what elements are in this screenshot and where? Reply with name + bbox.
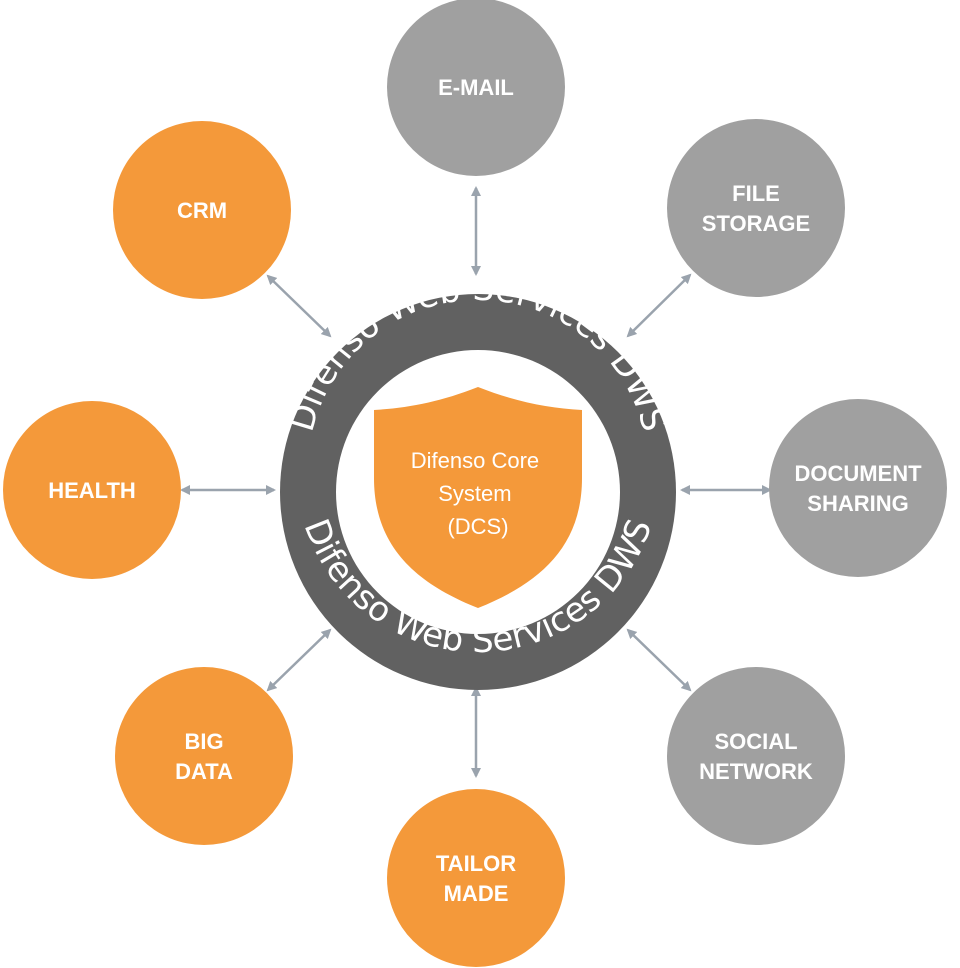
node-circle-email	[387, 0, 565, 176]
node-label-line: DOCUMENT	[794, 461, 922, 486]
node-label-health: HEALTH	[48, 478, 136, 503]
node-file-storage: FILE STORAGE	[667, 119, 845, 297]
node-label-line: MADE	[444, 881, 509, 906]
node-label-line: TAILOR	[436, 851, 516, 876]
node-label-line: NETWORK	[699, 759, 813, 784]
node-label-social-network: SOCIAL NETWORK	[699, 729, 813, 784]
node-label-line: HEALTH	[48, 478, 136, 503]
core-label-line-2: System	[438, 481, 511, 506]
node-label-line: SHARING	[807, 491, 908, 516]
node-circle-crm	[113, 121, 291, 299]
node-label-big-data: BIG DATA	[175, 729, 233, 784]
node-label-email: E-MAIL	[438, 75, 514, 100]
hub: Difenso Web Services DWS Difenso Web Ser…	[280, 269, 676, 690]
node-label-line: CRM	[177, 198, 227, 223]
node-label-file-storage: FILE STORAGE	[702, 181, 810, 236]
node-circle-tailor-made	[387, 789, 565, 967]
shield-icon	[374, 387, 582, 608]
node-label-line: FILE	[732, 181, 780, 206]
node-label-tailor-made: TAILOR MADE	[436, 851, 516, 906]
node-circle-file-storage	[667, 119, 845, 297]
arrow-social-network	[626, 628, 692, 692]
node-label-line: DATA	[175, 759, 233, 784]
node-circle-big-data	[115, 667, 293, 845]
core-label-line-1: Difenso Core	[411, 448, 539, 473]
node-label-line: SOCIAL	[714, 729, 797, 754]
arrow-big-data	[266, 628, 332, 692]
service-nodes: E-MAIL FILE STORAGE DOCUMENT SHARING SOCIAL NE…	[3, 0, 947, 967]
node-label-crm: CRM	[177, 198, 227, 223]
node-health: HEALTH	[3, 401, 181, 579]
core-label: Difenso Core System (DCS)	[411, 448, 546, 539]
node-label-line: E-MAIL	[438, 75, 514, 100]
arrow-crm	[266, 274, 332, 338]
node-label-line: BIG	[184, 729, 223, 754]
node-circle-health	[3, 401, 181, 579]
node-circle-document-sharing	[769, 399, 947, 577]
connector-arrows	[180, 186, 772, 778]
node-circle-social-network	[667, 667, 845, 845]
node-tailor-made: TAILOR MADE	[387, 789, 565, 967]
arrow-file-storage	[626, 273, 692, 338]
node-email: E-MAIL	[387, 0, 565, 176]
core-label-line-3: (DCS)	[447, 514, 508, 539]
node-big-data: BIG DATA	[115, 667, 293, 845]
node-label-line: STORAGE	[702, 211, 810, 236]
node-label-document-sharing: DOCUMENT SHARING	[794, 461, 922, 516]
node-document-sharing: DOCUMENT SHARING	[769, 399, 947, 577]
node-social-network: SOCIAL NETWORK	[667, 667, 845, 845]
node-crm: CRM	[113, 121, 291, 299]
